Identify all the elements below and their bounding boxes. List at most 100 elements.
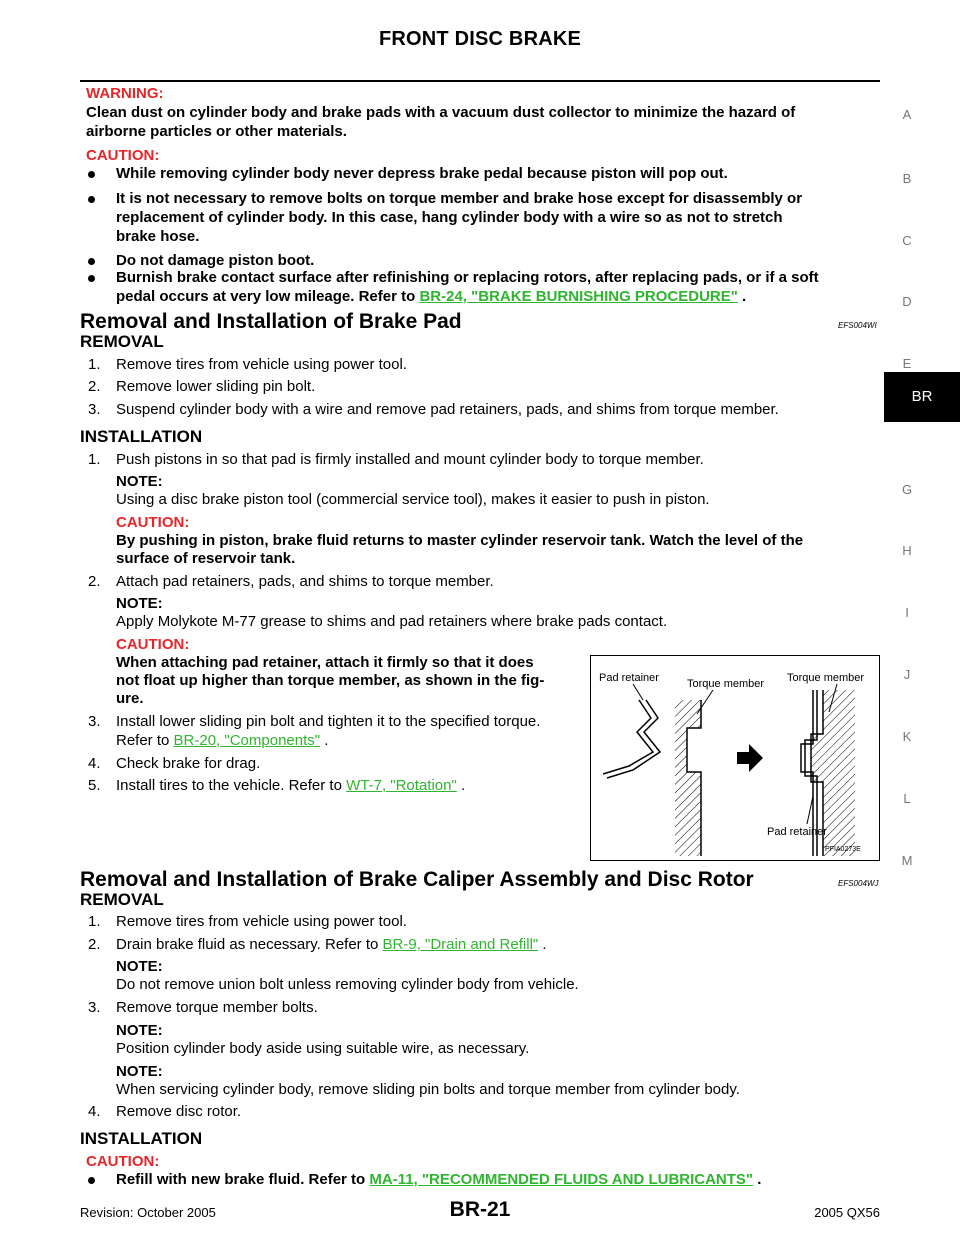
side-index-letter[interactable]: C: [902, 233, 912, 248]
step-text: Remove disc rotor.: [116, 1103, 242, 1120]
refill-suffix: .: [757, 1171, 762, 1188]
label-pad-retainer-left: Pad retainer: [599, 672, 659, 684]
refill-prefix: Refill with new brake fluid. Refer to: [116, 1171, 366, 1188]
caution-text-line1: By pushing in piston, brake fluid return…: [116, 532, 804, 549]
label-torque-member-right: Torque member: [787, 672, 865, 684]
step-text: Attach pad retainers, pads, and shims to…: [116, 573, 494, 590]
caution-label: CAUTION:: [116, 636, 190, 653]
warning-text-line2: airborne particles or other materials.: [86, 123, 347, 140]
note-text: Position cylinder body aside using suita…: [116, 1040, 530, 1057]
step-text: Drain brake fluid as necessary. Refer to…: [116, 935, 547, 955]
subheading-installation: INSTALLATION: [80, 427, 203, 446]
torque-member-right: [811, 690, 855, 856]
caution-text-line2: surface of reservoir tank.: [116, 550, 296, 567]
section-code: EFS004WJ: [838, 879, 879, 888]
step5-suffix: .: [460, 777, 466, 794]
note-text: Do not remove union bolt unless removing…: [116, 976, 579, 993]
step-number: 2.: [88, 378, 101, 395]
side-index-letter[interactable]: M: [901, 853, 913, 868]
step-text: Install tires to the vehicle. Refer to W…: [116, 776, 465, 796]
link-components[interactable]: BR-20, "Components": [173, 732, 321, 749]
side-index-active-tab[interactable]: BR: [884, 372, 960, 422]
step-number: 2.: [88, 573, 101, 590]
side-index-letter[interactable]: J: [903, 667, 911, 682]
step-text: Install lower sliding pin bolt and tight…: [116, 713, 541, 730]
caution-bullet-1: While removing cylinder body never depre…: [116, 165, 728, 182]
step-number: 3.: [88, 713, 101, 730]
link-rotation[interactable]: WT-7, "Rotation": [346, 777, 457, 794]
figure-code: PFIA0273E: [825, 846, 861, 853]
step2-suffix: .: [542, 936, 547, 953]
step5-prefix: Install tires to the vehicle. Refer to: [116, 777, 342, 794]
section-title-brake-pad: Removal and Installation of Brake Pad: [80, 310, 462, 333]
caution-label: CAUTION:: [86, 147, 160, 164]
side-index-letter[interactable]: L: [903, 791, 911, 806]
bullet-dot: [88, 258, 95, 265]
caution-bullet-2-line1: It is not necessary to remove bolts on t…: [116, 190, 803, 207]
section-code: EFS004WI: [838, 321, 877, 330]
caution-label: CAUTION:: [86, 1153, 160, 1170]
note-label: NOTE:: [116, 958, 163, 975]
step2-prefix: Drain brake fluid as necessary. Refer to: [116, 936, 379, 953]
page-header-title: FRONT DISC BRAKE: [378, 28, 582, 50]
caution-bullet-refill: Refill with new brake fluid. Refer to MA…: [116, 1170, 761, 1190]
step-text: Remove tires from vehicle using power to…: [116, 356, 407, 373]
subheading-removal: REMOVAL: [80, 332, 164, 351]
step-text: Remove tires from vehicle using power to…: [116, 913, 407, 930]
step-number: 1.: [88, 451, 101, 468]
caution-text-line1: When attaching pad retainer, attach it f…: [116, 654, 534, 671]
header-rule: [80, 80, 880, 82]
caution-text-line2: not float up higher than torque member, …: [116, 672, 545, 689]
step-text: Remove torque member bolts.: [116, 999, 318, 1016]
note-label: NOTE:: [116, 1022, 163, 1039]
link-brake-burnishing[interactable]: BR-24, "BRAKE BURNISHING PROCEDURE": [419, 288, 738, 305]
footer-page-number: BR-21: [449, 1198, 511, 1221]
caution-bullet-4-line2: pedal occurs at very low mileage. Refer …: [116, 287, 746, 307]
note-label: NOTE:: [116, 595, 163, 612]
section-title-caliper-rotor: Removal and Installation of Brake Calipe…: [80, 868, 754, 891]
step-text: Remove lower sliding pin bolt.: [116, 378, 316, 395]
pad-retainer-figure: Pad retainer Torque member Torque member…: [590, 655, 880, 861]
warning-text-line1: Clean dust on cylinder body and brake pa…: [86, 104, 796, 121]
side-index-letter[interactable]: A: [902, 107, 912, 122]
link-drain-refill[interactable]: BR-9, "Drain and Refill": [382, 936, 539, 953]
warning-label: WARNING:: [86, 85, 164, 102]
side-index-letter[interactable]: G: [901, 482, 913, 497]
side-index-letter[interactable]: D: [902, 294, 912, 309]
bullet-dot: [88, 1177, 95, 1184]
step-number: 1.: [88, 356, 101, 373]
pad-retainer-right-shape: [804, 690, 818, 856]
bullet-dot: [88, 196, 95, 203]
side-index-letter[interactable]: E: [902, 356, 912, 371]
side-index-letter[interactable]: K: [902, 729, 912, 744]
link-recommended-fluids[interactable]: MA-11, "RECOMMENDED FLUIDS AND LUBRICANT…: [369, 1171, 754, 1188]
step-number: 2.: [88, 936, 101, 953]
note-label: NOTE:: [116, 473, 163, 490]
note-text: Using a disc brake piston tool (commerci…: [116, 491, 710, 508]
side-index-letter[interactable]: I: [905, 605, 909, 620]
note-text: Apply Molykote M-77 grease to shims and …: [116, 613, 668, 630]
note-text: When servicing cylinder body, remove sli…: [116, 1081, 740, 1098]
side-index-letter[interactable]: H: [902, 543, 912, 558]
step-number: 3.: [88, 401, 101, 418]
label-pad-retainer-bottom: Pad retainer: [767, 826, 827, 838]
ref-suffix: .: [324, 732, 329, 749]
pad-retainer-diagram: [602, 683, 855, 856]
step-number: 4.: [88, 755, 101, 772]
note-label: NOTE:: [116, 1063, 163, 1080]
right-arrow-icon: [737, 744, 763, 772]
side-index-letter[interactable]: B: [902, 171, 912, 186]
torque-member-left: [675, 700, 701, 856]
caution-text-line3: ure.: [116, 690, 144, 707]
footer-revision: Revision: October 2005: [80, 1205, 216, 1220]
pad-retainer-left-shape-inner: [606, 699, 662, 779]
bullet-dot: [88, 275, 95, 282]
step-text: Suspend cylinder body with a wire and re…: [116, 401, 779, 418]
caution-bullet-4-line1: Burnish brake contact surface after refi…: [116, 269, 819, 286]
subheading-removal: REMOVAL: [80, 890, 164, 909]
caution-bullet-4-prefix: pedal occurs at very low mileage. Refer …: [116, 288, 416, 305]
pad-retainer-left-shape: [602, 699, 655, 775]
caution-bullet-3: Do not damage piston boot.: [116, 252, 315, 269]
caution-label: CAUTION:: [116, 514, 190, 531]
caution-bullet-4-suffix: .: [742, 288, 747, 305]
